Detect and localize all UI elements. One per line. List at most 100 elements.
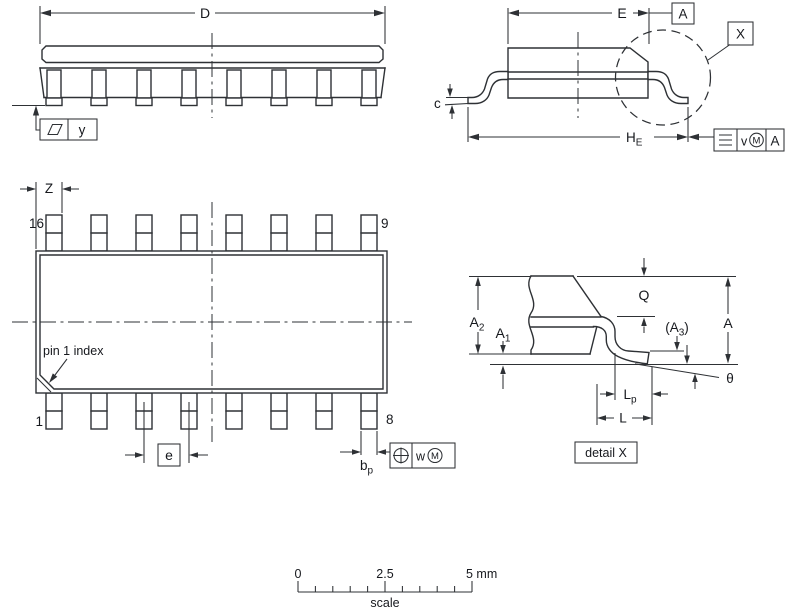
pin xyxy=(90,214,108,252)
dim-label-c: c xyxy=(434,96,441,111)
dim-A2: A2 xyxy=(469,275,538,355)
top-view: 16 9 1 8 Z pin 1 index e xyxy=(12,181,456,477)
datum-a-label: A xyxy=(678,7,687,22)
pin xyxy=(360,392,378,430)
scale-minor-ticks xyxy=(314,586,456,592)
detail-x-box xyxy=(727,21,754,46)
dim-label-Z: Z xyxy=(45,181,53,196)
datum-a-box xyxy=(671,2,695,25)
seating-plane-datum-y: y xyxy=(12,104,98,141)
lead xyxy=(360,69,378,107)
dim-A1: A1 xyxy=(496,325,511,389)
lead xyxy=(135,69,153,107)
pin xyxy=(135,214,153,252)
scale-bar: 0 2.5 5 mm scale xyxy=(295,567,498,610)
lead xyxy=(225,69,243,107)
detail-circle xyxy=(614,29,712,126)
dim-E: E A xyxy=(507,2,695,44)
position-feature-box: w M xyxy=(389,442,456,469)
body-section xyxy=(528,275,602,355)
lead xyxy=(270,69,288,107)
tolerance-value: w xyxy=(415,450,426,464)
lead xyxy=(90,69,108,107)
scale-tick-mid: 2.5 xyxy=(376,567,393,581)
detail-x-label: X xyxy=(736,27,745,42)
dim-A: A xyxy=(577,275,736,364)
circled-m-icon: M xyxy=(749,132,764,148)
foot-angle-line xyxy=(634,363,720,379)
dim-c: c xyxy=(434,84,469,119)
pin xyxy=(225,214,243,252)
pin1-index-note: pin 1 index xyxy=(43,344,104,383)
scale-tick-0: 0 xyxy=(295,567,302,581)
lead xyxy=(180,69,198,107)
pin xyxy=(270,214,288,252)
dim-bp: bp xyxy=(340,431,390,477)
dim-e: e xyxy=(125,402,208,467)
datum-y-label: y xyxy=(79,123,86,138)
lead xyxy=(45,69,63,107)
side-view: D y xyxy=(12,5,386,141)
scale-tick-end: 5 mm xyxy=(466,567,497,581)
dim-label-bp: bp xyxy=(360,458,374,477)
pin xyxy=(180,214,198,252)
triple-bar-icon xyxy=(719,134,732,146)
dim-label-Q: Q xyxy=(639,287,650,303)
pin xyxy=(360,214,378,252)
tolerance-value: v xyxy=(741,135,748,149)
pin xyxy=(315,214,333,252)
pin-number-9: 9 xyxy=(381,216,389,231)
pin-number-1: 1 xyxy=(35,414,43,429)
dim-label-theta: θ xyxy=(726,371,734,386)
dim-label-E: E xyxy=(617,5,626,21)
detail-caption-label: detail X xyxy=(585,446,627,460)
pin xyxy=(45,392,63,430)
lead-left xyxy=(467,70,509,105)
detail-caption-box xyxy=(574,441,638,464)
tolerance-datum: A xyxy=(770,134,779,149)
pin xyxy=(45,214,63,252)
pin xyxy=(90,392,108,430)
dim-Z: Z xyxy=(20,181,79,249)
lead-right xyxy=(647,70,689,105)
detail-x-marker: X xyxy=(614,21,754,126)
dim-D: D xyxy=(39,5,386,44)
end-view: E A c X HE xyxy=(434,2,785,152)
dim-L: L xyxy=(597,411,652,426)
scale-major-ticks xyxy=(297,581,473,592)
dim-Lp: Lp xyxy=(596,353,668,425)
scale-caption: scale xyxy=(370,596,399,610)
leads-side xyxy=(45,69,378,107)
dim-label-Lp: Lp xyxy=(623,387,637,406)
pin xyxy=(315,392,333,430)
dim-label-HE: HE xyxy=(626,130,643,149)
dim-label-A2: A2 xyxy=(470,314,485,334)
pin-number-8: 8 xyxy=(386,412,394,427)
lead-section xyxy=(592,315,650,365)
pin xyxy=(225,392,243,430)
pin1-index-label: pin 1 index xyxy=(43,344,104,358)
svg-text:M: M xyxy=(431,451,439,462)
crosshair-circle-icon xyxy=(393,447,409,464)
dim-label-D: D xyxy=(200,5,210,21)
dim-HE: HE xyxy=(467,107,689,149)
pin xyxy=(270,392,288,430)
dim-e-box xyxy=(157,443,181,467)
dim-Q: Q xyxy=(617,258,655,333)
coplanarity-feature-box: v M A xyxy=(688,128,785,152)
dim-theta: θ xyxy=(684,345,734,389)
datum-arrow xyxy=(32,105,40,116)
circled-m-icon: M xyxy=(427,447,443,464)
dim-A3: (A3) xyxy=(650,320,689,352)
detail-x-caption: detail X xyxy=(574,441,638,464)
dim-label-A1: A1 xyxy=(496,325,511,345)
dim-label-e: e xyxy=(165,447,173,463)
dim-label-A: A xyxy=(723,315,733,331)
svg-text:M: M xyxy=(753,136,761,147)
dim-label-L: L xyxy=(619,411,627,426)
parallelogram-icon xyxy=(47,123,63,136)
detail-x-view: A2 A1 Q (A3) A xyxy=(469,258,738,464)
lead xyxy=(315,69,333,107)
